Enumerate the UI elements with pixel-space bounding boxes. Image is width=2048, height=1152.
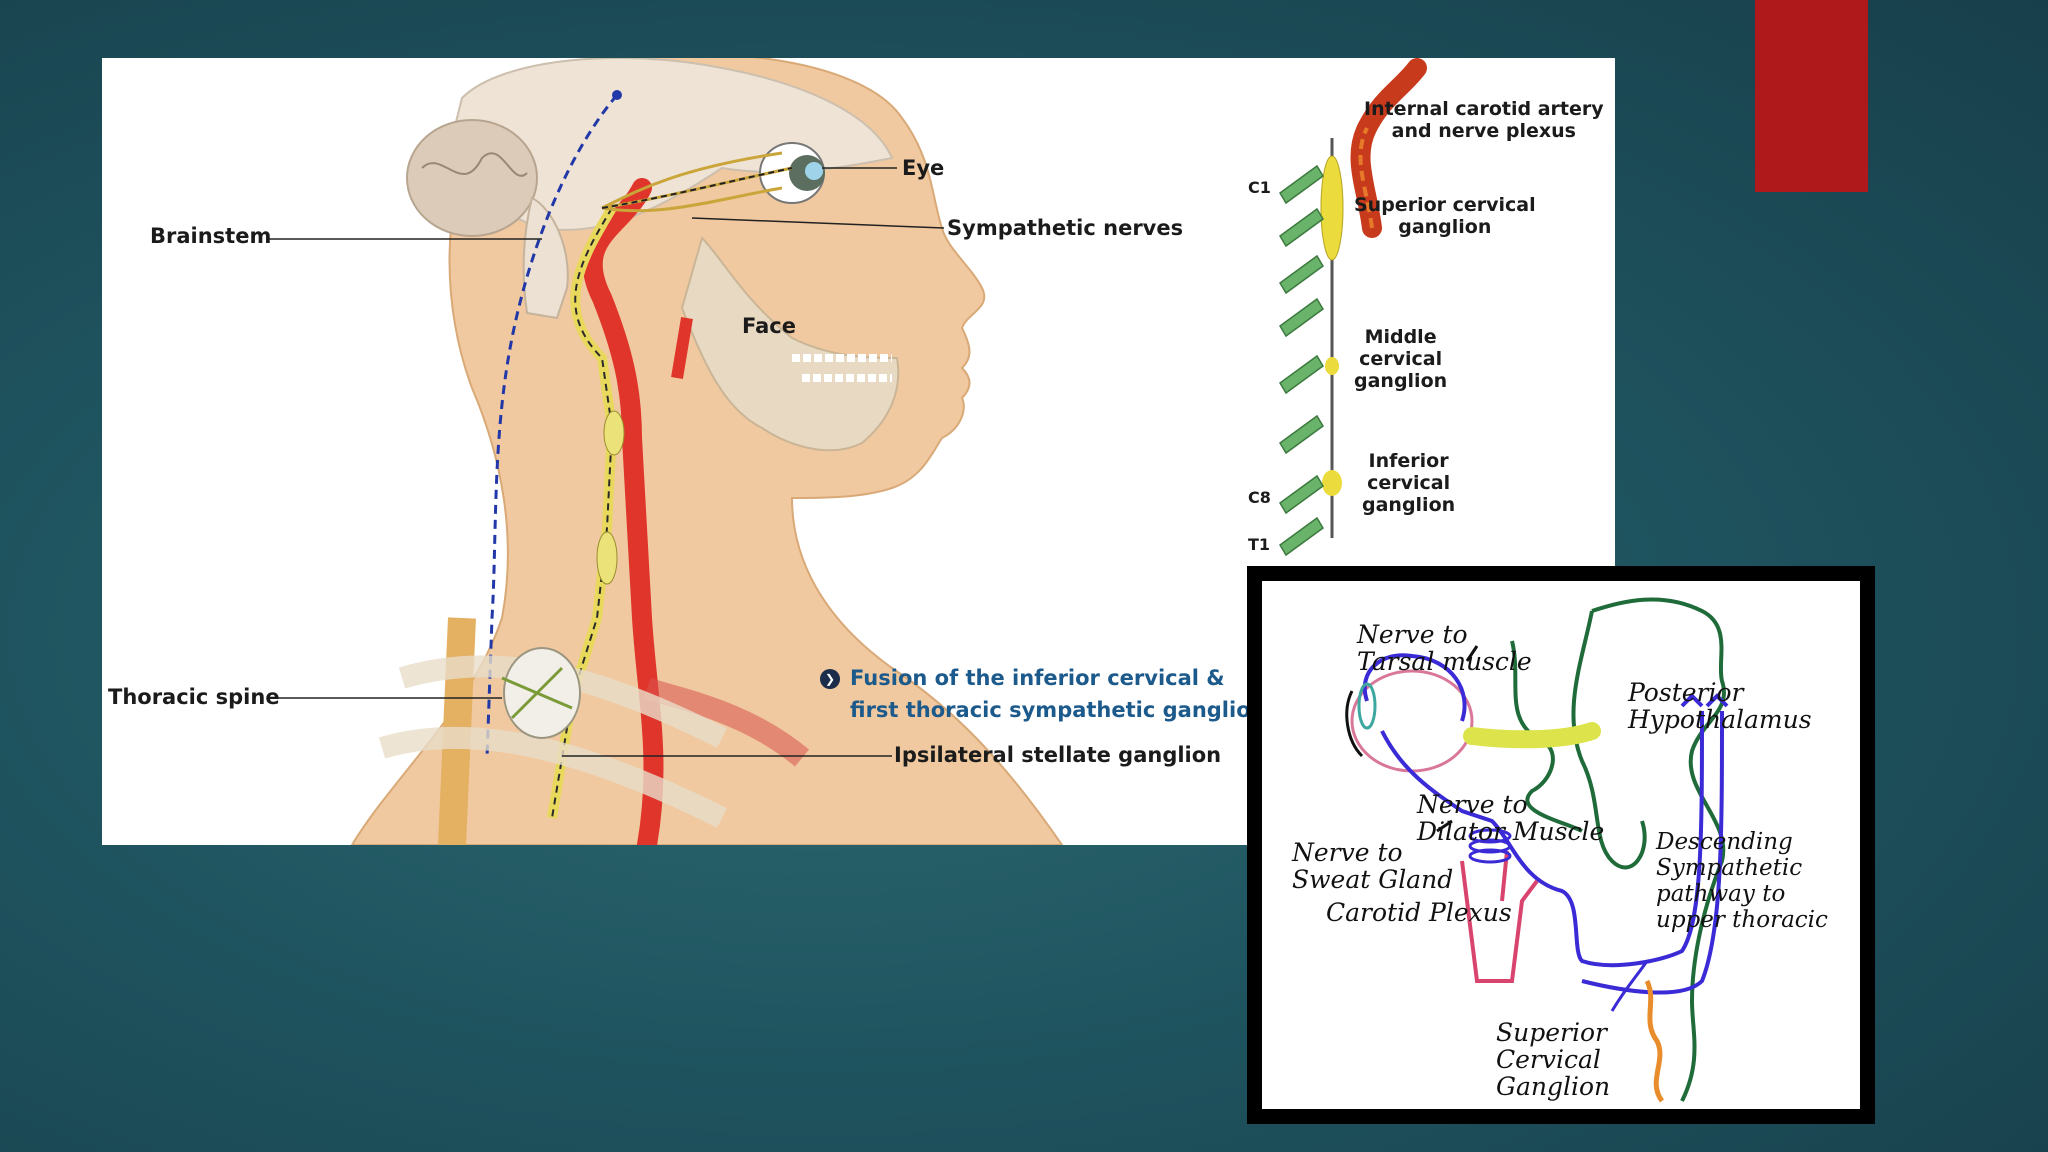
label-stellate-ganglion: Ipsilateral stellate ganglion [894, 743, 1222, 767]
sketch-label-descending-line4: upper thoracic [1656, 907, 1828, 933]
label-superior-cervical: Superior cervical ganglion [1354, 194, 1536, 238]
label-middle-cervical-line3: ganglion [1354, 370, 1448, 392]
label-middle-cervical: Middle cervical ganglion [1354, 326, 1447, 392]
sketch-label-tarsal: Nerve to Tarsal muscle [1357, 621, 1532, 675]
carotid-artery [582, 178, 664, 845]
fusion-note: Fusion of the inferior cervical & first … [850, 662, 1266, 726]
sketch-label-descending-line2: Sympathetic [1656, 855, 1803, 881]
label-internal-carotid: Internal carotid artery and nerve plexus [1364, 98, 1604, 142]
label-face: Face [742, 314, 796, 338]
label-eye: Eye [902, 156, 945, 180]
label-c8: C8 [1248, 488, 1271, 507]
sketch-optic-band [1463, 722, 1601, 749]
label-inferior-cervical-line2: cervical [1367, 472, 1451, 494]
label-inferior-cervical: Inferior cervical ganglion [1362, 450, 1455, 516]
sketch-label-scg-line1: Superior [1496, 1018, 1607, 1047]
sketch-label-descending-line3: pathway to [1656, 881, 1786, 907]
label-c1: C1 [1248, 178, 1271, 197]
label-internal-carotid-line2: and nerve plexus [1391, 120, 1576, 142]
sketch-label-sweat-line1: Nerve to [1292, 838, 1403, 867]
sketch-label-hypothalamus-line2: Hypothalamus [1628, 705, 1812, 734]
spinal-roots [1279, 164, 1324, 557]
sketch-label-descending-line1: Descending [1656, 829, 1793, 855]
sketch-label-carotid-plexus: Carotid Plexus [1326, 898, 1512, 927]
brainstem-shape [522, 196, 569, 320]
sketch-drawing [1345, 597, 1729, 1103]
label-brainstem: Brainstem [150, 224, 272, 248]
sketch-label-descending: Descending Sympathetic pathway to upper … [1656, 829, 1828, 933]
sketch-plexus-coils [1468, 828, 1512, 864]
sketch-label-sweat-line2: Sweat Gland [1292, 865, 1454, 894]
sketch-inset: Nerve to Tarsal muscle Posterior Hypotha… [1247, 566, 1875, 1124]
stellate-ganglion [503, 647, 581, 739]
fusion-note-line2: first thoracic sympathetic ganglion [850, 698, 1266, 722]
label-superior-cervical-line2: ganglion [1398, 216, 1492, 238]
sketch-label-tarsal-line1: Nerve to [1357, 620, 1468, 649]
label-superior-cervical-line1: Superior cervical [1354, 194, 1536, 216]
jaw [680, 236, 900, 452]
superior-cervical-ganglion-shape [1320, 155, 1344, 261]
sketch-label-scg-line2: Cervical [1496, 1045, 1601, 1074]
fusion-note-line1: Fusion of the inferior cervical & [850, 666, 1225, 690]
chevron-right-icon: ❯ [820, 669, 840, 689]
sketch-canvas: Nerve to Tarsal muscle Posterior Hypotha… [1262, 581, 1860, 1109]
label-middle-cervical-line1: Middle [1364, 326, 1437, 348]
sketch-label-sweat: Nerve to Sweat Gland [1292, 839, 1453, 893]
anatomy-illustration: Brainstem Eye Sympathetic nerves Face Th… [102, 58, 1615, 845]
anatomy-drawing [267, 58, 1427, 845]
accent-bar [1755, 0, 1868, 192]
sketch-head-outline [1510, 597, 1726, 1102]
cerebellum [406, 119, 538, 237]
sketch-label-hypothalamus-line1: Posterior [1628, 678, 1744, 707]
label-sympathetic-nerves: Sympathetic nerves [947, 216, 1184, 240]
sketch-label-dilator-line2: Dilator Muscle [1417, 817, 1605, 846]
label-internal-carotid-line1: Internal carotid artery [1364, 98, 1604, 120]
central-pathway [485, 94, 619, 759]
sketch-label-dilator-line1: Nerve to [1417, 790, 1528, 819]
sketch-label-dilator: Nerve to Dilator Muscle [1417, 791, 1604, 845]
sketch-pathway [1380, 710, 1724, 995]
label-middle-cervical-line2: cervical [1359, 348, 1443, 370]
sketch-label-hypothalamus: Posterior Hypothalamus [1628, 679, 1812, 733]
sketch-label-tarsal-line2: Tarsal muscle [1357, 647, 1532, 676]
label-inferior-cervical-line1: Inferior [1368, 450, 1449, 472]
label-t1: T1 [1248, 535, 1271, 554]
sketch-label-scg-line3: Ganglion [1496, 1072, 1611, 1101]
sketch-scg [1644, 979, 1665, 1103]
sketch-label-scg: Superior Cervical Ganglion [1496, 1019, 1610, 1100]
label-thoracic-spine: Thoracic spine [108, 685, 280, 709]
label-inferior-cervical-line3: ganglion [1362, 494, 1456, 516]
